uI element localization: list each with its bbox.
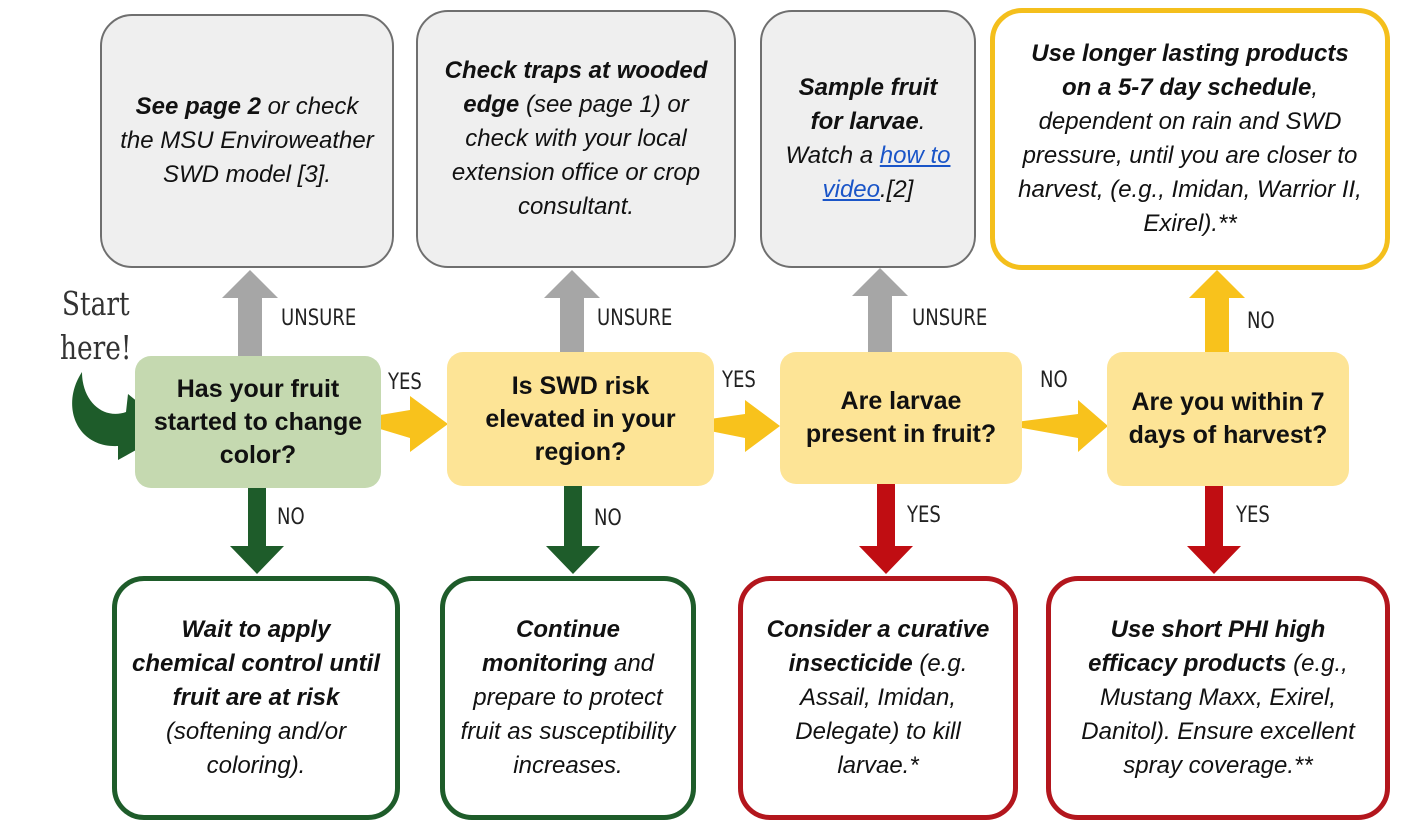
outcome-short-phi-products: Use short PHI high efficacy products (e.…: [1046, 576, 1390, 820]
info-box-check-model: See page 2 or check the MSU Enviroweathe…: [100, 14, 394, 268]
info-box-sample-fruit: Sample fruit for larvae. Watch a how to …: [760, 10, 976, 268]
outcome-curative-insecticide: Consider a curative insecticide (e.g. As…: [738, 576, 1018, 820]
arrow-no-mid: [1000, 400, 1108, 452]
label-yes-3: YES: [907, 503, 941, 528]
arrow-no-2: [546, 474, 600, 574]
outcome-continue-monitoring: Continue monitoring and prepare to prote…: [440, 576, 696, 820]
label-unsure-1: UNSURE: [281, 306, 357, 331]
arrow-no-1: [230, 474, 284, 574]
label-no-2: NO: [594, 506, 622, 531]
label-yes-4: YES: [1236, 503, 1270, 528]
arrow-yes-4: [1187, 474, 1241, 574]
how-to-video-link[interactable]: how to video: [822, 142, 951, 203]
label-unsure-3: UNSURE: [912, 306, 988, 331]
label-no-1: NO: [277, 505, 305, 530]
arrow-unsure-1: [222, 270, 278, 366]
label-no-top: NO: [1247, 309, 1275, 334]
outcome-longer-lasting-products: Use longer lasting products on a 5-7 day…: [990, 8, 1390, 270]
decision-larvae-present: Are larvae present in fruit?: [780, 352, 1022, 484]
decision-fruit-color: Has your fruit started to change color?: [135, 356, 381, 488]
arrow-yes-1: [350, 396, 448, 452]
label-yes-1: YES: [388, 370, 422, 395]
arrow-unsure-3: [852, 268, 908, 366]
arrow-no-up: [1189, 270, 1245, 372]
arrow-yes-3: [859, 474, 913, 574]
label-yes-2: YES: [722, 368, 756, 393]
label-no-mid: NO: [1040, 368, 1068, 393]
start-here-label: Start here!: [60, 284, 132, 367]
info-box-check-traps: Check traps at wooded edge (see page 1) …: [416, 10, 736, 268]
arrow-yes-2: [675, 400, 780, 452]
label-unsure-2: UNSURE: [597, 306, 673, 331]
decision-within-7-days: Are you within 7 days of harvest?: [1107, 352, 1349, 486]
decision-swd-risk: Is SWD risk elevated in your region?: [447, 352, 714, 486]
arrow-unsure-2: [544, 270, 600, 366]
outcome-wait-to-apply: Wait to apply chemical control until fru…: [112, 576, 400, 820]
